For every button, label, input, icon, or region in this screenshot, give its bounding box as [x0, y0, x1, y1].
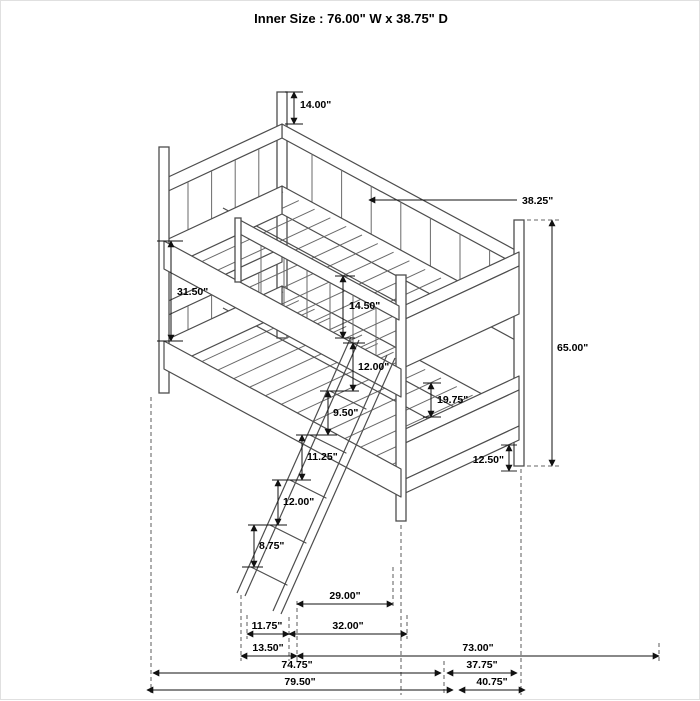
- dim-label: 40.75": [476, 676, 507, 688]
- dim-label: 12.00": [283, 496, 314, 508]
- ladder-rung: [269, 524, 307, 544]
- dim-label: 11.75": [252, 620, 283, 632]
- dim-label: 38.25": [522, 195, 553, 207]
- dim-ladder-steps: 12.00" 9.50" 11.25" 12.00" 8.75": [242, 342, 389, 568]
- bed-drawing: [158, 91, 525, 615]
- dim-post-above-rail: 14.00": [285, 91, 331, 125]
- dim-left-bunk-gap: 31.50": [157, 240, 208, 342]
- ladder-rung: [329, 390, 367, 410]
- dim-ladder-inner-span: 29.00": [296, 590, 394, 608]
- dim-ladder-foot-inset: 11.75": [246, 620, 290, 638]
- dim-footboard-leg: 12.50": [473, 444, 517, 472]
- dim-ladder-foot-outset: 13.50": [240, 642, 298, 660]
- upper-headboard-top-rail: [163, 123, 283, 194]
- dim-overall-height: 65.00": [527, 219, 588, 467]
- dim-label: 14.00": [300, 99, 331, 111]
- ladder-rung: [289, 479, 327, 499]
- dim-label: 74.75": [281, 659, 312, 671]
- dim-bunk-clearance: 19.75": [423, 382, 468, 418]
- dim-label: 37.75": [466, 659, 497, 671]
- dim-label: 29.00": [329, 590, 360, 602]
- dim-guardrail-height: 14.50": [335, 275, 380, 339]
- post-back-right: [513, 219, 525, 467]
- dim-overall-depth: 40.75": [458, 676, 526, 694]
- dim-label: 8.75": [259, 540, 284, 552]
- dim-top-bunk-width: 38.25": [368, 195, 553, 207]
- dim-label: 14.50": [349, 300, 380, 312]
- diagram-title: Inner Size : 76.00" W x 38.75" D: [254, 11, 448, 26]
- dim-label: 31.50": [177, 286, 208, 298]
- dim-inner-depth: 37.75": [446, 659, 518, 677]
- upper-headboard-spindles: [187, 149, 260, 230]
- dim-label: 11.25": [307, 451, 338, 463]
- dim-ladder-outer-span: 32.00": [288, 620, 408, 638]
- guardrail-end-post: [234, 217, 242, 283]
- dim-label: 12.50": [473, 454, 504, 466]
- dim-frame-length: 74.75": [152, 659, 442, 677]
- dim-label: 73.00": [462, 642, 493, 654]
- dim-label: 65.00": [557, 342, 588, 354]
- dim-label: 13.50": [252, 642, 283, 654]
- ladder-rung: [309, 434, 347, 454]
- post-front-right: [395, 274, 407, 522]
- dim-label: 79.50": [284, 676, 315, 688]
- dim-label: 9.50": [333, 407, 358, 419]
- upper-front-spindles: [260, 246, 377, 355]
- dim-overall-length: 79.50": [146, 676, 454, 694]
- ladder-rung: [250, 566, 288, 586]
- dim-inner-length: 73.00": [296, 642, 660, 660]
- dim-label: 12.00": [358, 361, 389, 373]
- dim-label: 19.75": [437, 394, 468, 406]
- lower-center-support: [222, 307, 461, 437]
- dim-label: 32.00": [332, 620, 363, 632]
